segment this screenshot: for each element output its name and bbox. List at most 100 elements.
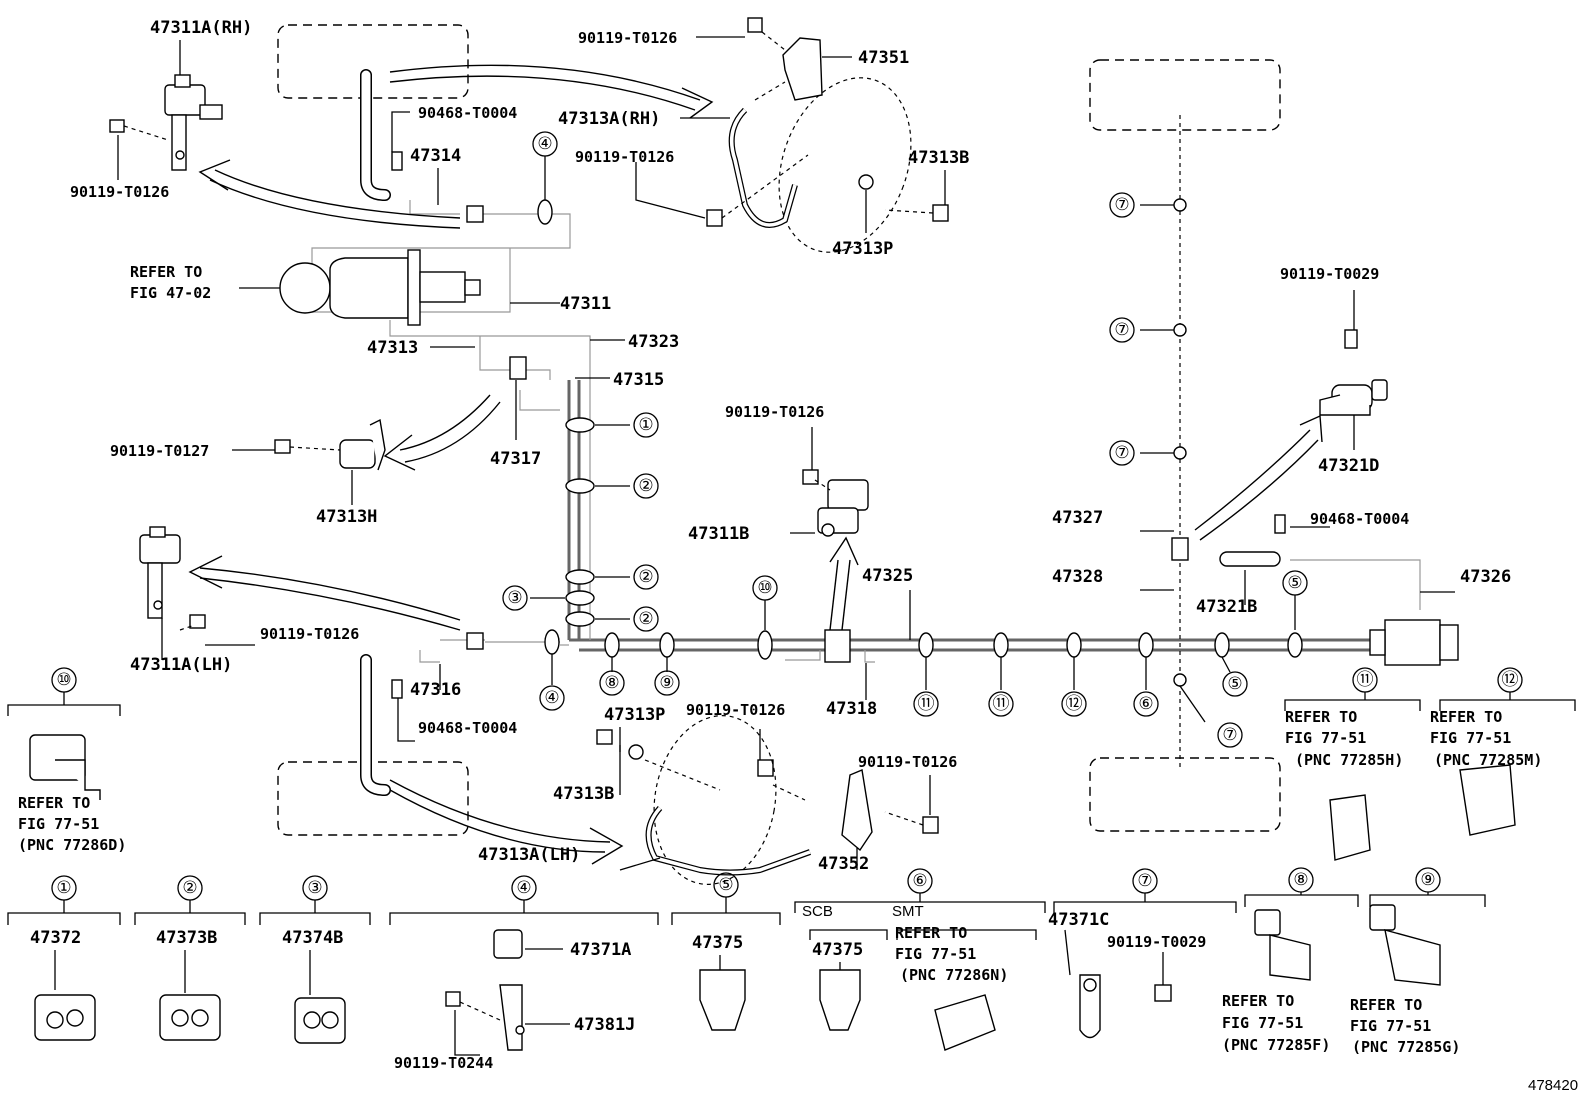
label-47317: 47317 bbox=[490, 449, 541, 469]
ref9-line3: (PNC 77285G) bbox=[1352, 1038, 1460, 1056]
top-right-box bbox=[1089, 59, 1281, 131]
label-90119-t0127: 90119-T0127 bbox=[110, 442, 209, 460]
ref9-line2: FIG 77-51 bbox=[1350, 1017, 1431, 1035]
ref9-line1: REFER TO bbox=[1350, 996, 1422, 1014]
label-90119-t0126-g: 90119-T0126 bbox=[858, 753, 957, 771]
flex-hose-rh bbox=[728, 107, 798, 228]
ref12-line1: REFER TO bbox=[1430, 708, 1502, 726]
clip-90468-c bbox=[1274, 514, 1286, 534]
callout-2-group: ② bbox=[182, 878, 197, 898]
group-brackets bbox=[7, 692, 1576, 940]
callout-11-group: ⑪ bbox=[1357, 670, 1374, 690]
callout-1: ① bbox=[638, 415, 653, 435]
callout-7-d: ⑦ bbox=[1222, 725, 1237, 745]
diagram-id: 478420 bbox=[1528, 1077, 1578, 1094]
hose-47321b bbox=[1219, 551, 1281, 567]
clamp-sketches bbox=[29, 734, 1516, 1051]
bottom-47373b: 47373B bbox=[156, 928, 217, 948]
label-47321b: 47321B bbox=[1196, 597, 1257, 617]
bottom-smt: SMT bbox=[892, 903, 924, 920]
label-47321d: 47321D bbox=[1318, 456, 1379, 476]
label-47352: 47352 bbox=[818, 854, 869, 874]
ref12-line2: FIG 77-51 bbox=[1430, 729, 1511, 747]
label-90119-t0126-f: 90119-T0126 bbox=[686, 701, 785, 719]
callout-4-top: ④ bbox=[537, 134, 552, 154]
bottom-90119-t0244: 90119-T0244 bbox=[394, 1054, 493, 1072]
ref6-line3: (PNC 77286N) bbox=[900, 966, 1008, 984]
callout-4-mid: ④ bbox=[544, 688, 559, 708]
label-90119-t0029-a: 90119-T0029 bbox=[1280, 265, 1379, 283]
callout-10-group: ⑩ bbox=[56, 670, 71, 690]
master-cylinder bbox=[279, 249, 481, 326]
flex-hose-area-lh bbox=[653, 715, 777, 885]
label-47313: 47313 bbox=[367, 338, 418, 358]
callout-1-group: ① bbox=[56, 878, 71, 898]
callout-6-group: ⑥ bbox=[912, 871, 927, 891]
label-refer-4702-b: FIG 47-02 bbox=[130, 284, 211, 302]
callout-2-c: ② bbox=[638, 609, 653, 629]
bottom-47381j: 47381J bbox=[574, 1015, 635, 1035]
callout-7-c: ⑦ bbox=[1114, 443, 1129, 463]
bottom-47372: 47372 bbox=[30, 928, 81, 948]
valve-47311a-rh bbox=[164, 74, 223, 171]
valve-47311b bbox=[817, 479, 869, 537]
label-47325: 47325 bbox=[862, 566, 913, 586]
label-47314: 47314 bbox=[410, 146, 461, 166]
callout-5-group: ⑤ bbox=[718, 875, 733, 895]
callout-2-a: ② bbox=[638, 476, 653, 496]
valve-47321d bbox=[1319, 329, 1388, 416]
label-47327: 47327 bbox=[1052, 508, 1103, 528]
bottom-part-labels: 47372 47373B 47374B 47371A 47381J 90119-… bbox=[30, 903, 1206, 1072]
label-90119-t0126-c: 90119-T0126 bbox=[575, 148, 674, 166]
valve-47326 bbox=[1369, 619, 1459, 666]
refer-notes: REFER TO FIG 77-51 (PNC 77286D) REFER TO… bbox=[18, 708, 1542, 1056]
callout-7-a: ⑦ bbox=[1114, 195, 1129, 215]
callout-11-a: ⑪ bbox=[918, 694, 935, 714]
label-90119-t0126-b: 90119-T0126 bbox=[578, 29, 677, 47]
ref12-line3: (PNC 77285M) bbox=[1434, 751, 1542, 769]
callout-3: ③ bbox=[507, 588, 522, 608]
flex-hose-area-rh bbox=[778, 77, 912, 253]
valve-47311a-lh bbox=[139, 526, 181, 619]
ref10-line3: (PNC 77286D) bbox=[18, 836, 126, 854]
ref8-line2: FIG 77-51 bbox=[1222, 1014, 1303, 1032]
bottom-47371a: 47371A bbox=[570, 940, 631, 960]
bottom-90119-t0029: 90119-T0029 bbox=[1107, 933, 1206, 951]
label-47313p-top: 47313P bbox=[832, 239, 893, 259]
label-47313p-bot: 47313P bbox=[604, 705, 665, 725]
ref8-line3: (PNC 77285F) bbox=[1222, 1036, 1330, 1054]
label-90119-t0126-e: 90119-T0126 bbox=[260, 625, 359, 643]
callout-6-mid: ⑥ bbox=[1138, 694, 1153, 714]
callout-numbers: ④ ① ② ② ③ ② ④ ⑧ ⑨ ⑩ ⑪ ⑪ ⑫ ⑥ ⑤ ⑤ ⑦ ⑦ ⑦ ⑦ … bbox=[56, 134, 1518, 898]
clip-90468-b bbox=[391, 679, 403, 699]
bottom-scb: SCB bbox=[802, 903, 833, 920]
label-90468-t0004-b: 90468-T0004 bbox=[1310, 510, 1409, 528]
label-90119-t0126-a: 90119-T0126 bbox=[70, 183, 169, 201]
bolts bbox=[109, 17, 949, 834]
label-refer-4702-a: REFER TO bbox=[130, 263, 202, 281]
callout-9: ⑨ bbox=[659, 673, 674, 693]
callout-9-group: ⑨ bbox=[1420, 870, 1435, 890]
callout-4-group: ④ bbox=[516, 878, 531, 898]
ref11-line1: REFER TO bbox=[1285, 708, 1357, 726]
ref10-line2: FIG 77-51 bbox=[18, 815, 99, 833]
label-47313h: 47313H bbox=[316, 507, 377, 527]
bottom-47375-b: 47375 bbox=[812, 940, 863, 960]
clip-90468-a bbox=[391, 151, 403, 171]
label-47313a-rh: 47313A(RH) bbox=[558, 109, 660, 129]
label-47326: 47326 bbox=[1460, 567, 1511, 587]
label-47351: 47351 bbox=[858, 48, 909, 68]
label-47318: 47318 bbox=[826, 699, 877, 719]
label-47316: 47316 bbox=[410, 680, 461, 700]
bottom-right-box bbox=[1089, 757, 1281, 832]
callout-3-group: ③ bbox=[307, 878, 322, 898]
callout-10-mid: ⑩ bbox=[757, 578, 772, 598]
fittings bbox=[391, 151, 1286, 699]
callout-8: ⑧ bbox=[604, 673, 619, 693]
callout-2-b: ② bbox=[638, 567, 653, 587]
ref11-line3: (PNC 77285H) bbox=[1295, 751, 1403, 769]
bottom-47371c: 47371C bbox=[1048, 910, 1109, 930]
label-47313b-top: 47313B bbox=[908, 148, 969, 168]
bracket-47351 bbox=[782, 37, 823, 101]
